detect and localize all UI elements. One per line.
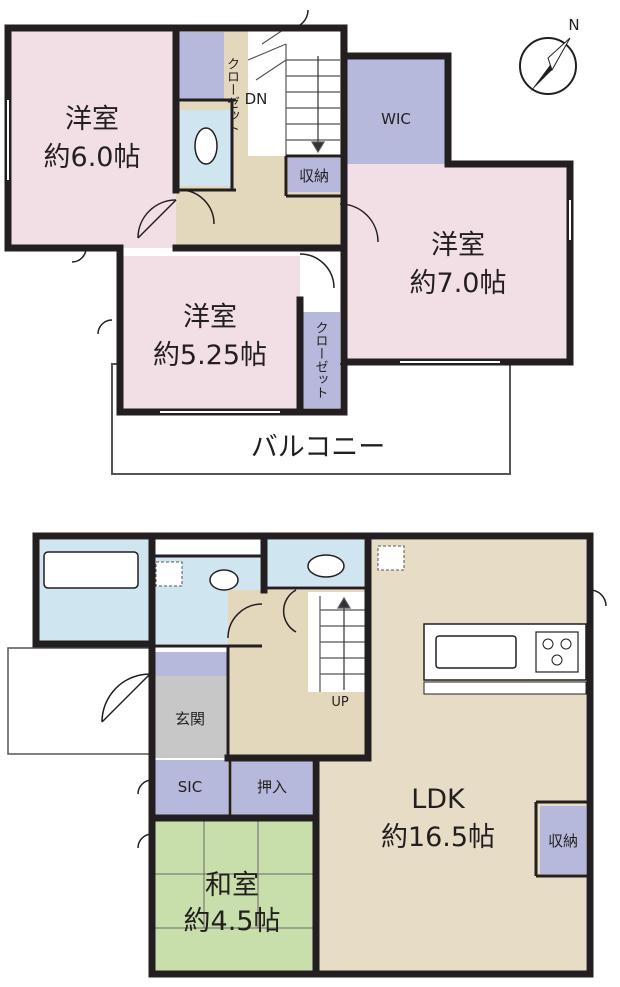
room-nw-name: 洋室 [65,104,119,135]
porch [7,647,151,755]
thin-walls-1f [152,554,590,878]
washitsu-size: 約4.5帖 [184,906,281,937]
washitsu-name: 和室 [205,870,259,901]
compass-label: N [568,16,579,34]
oshiire-fill [232,760,312,818]
walls-1f [32,532,594,978]
room-e-fill [344,164,570,362]
room-s-size: 約5.25帖 [153,340,267,371]
stairs-2f [247,27,340,156]
stove-icon [535,631,579,673]
doors-1f [101,589,607,849]
closet-s-text: クローゼット [313,321,329,399]
closet-s-fill [300,312,340,408]
ldk-fill [368,540,586,974]
toilet-2f-icon [194,127,218,165]
stairs-1f [319,596,368,692]
room-s-fill [120,256,300,412]
storage2-fill [288,158,340,192]
ldk-lower-fill [316,760,372,974]
balcony-label: バルコニー [251,432,385,463]
washbasin-icon [209,569,239,591]
up-label: UP [331,695,349,710]
room-e-name: 洋室 [431,230,485,261]
kitchen-counter [423,623,587,695]
vent-icon-2 [377,545,405,571]
storage1-fill [540,806,586,874]
washitsu-fill [152,820,314,974]
ldk-size: 約16.5帖 [381,822,495,853]
doors-2f [71,9,379,335]
room-e-size: 約7.0帖 [410,268,507,299]
vent-icon-1 [155,561,183,587]
bathtub-icon [43,551,139,589]
storage-2f-label: 収納 [299,167,329,185]
dn-label: DN [245,90,268,108]
oshiire-label: 押入 [257,778,287,796]
compass-icon: N [519,16,580,95]
entrance-label: 玄関 [175,710,205,728]
wic-label: WIC [381,110,411,128]
tatami-grid [152,820,314,929]
closet-nw-fill [176,32,224,100]
toilet-1f-icon [307,554,345,578]
room-nw-fill [8,28,176,248]
entrance-upper-fill [152,652,228,676]
second-floor: 洋室 約6.0帖 クローゼット DN WIC 収納 洋室 約7.0帖 洋室 約5… [4,9,580,475]
sic-fill [152,760,228,818]
windows-2f [7,100,571,413]
storage-1f-label: 収納 [548,832,578,850]
first-floor: UP 玄関 SIC 押入 LDK 約16.5帖 収納 和室 約4.5帖 [7,532,607,978]
room-nw-size: 約6.0帖 [44,142,141,173]
wic-fill [344,56,448,164]
room-s-name: 洋室 [183,302,237,333]
walls-2f [4,24,574,416]
entrance-fill [152,676,228,758]
sic-label: SIC [178,778,202,796]
ldk-name: LDK [411,784,466,815]
